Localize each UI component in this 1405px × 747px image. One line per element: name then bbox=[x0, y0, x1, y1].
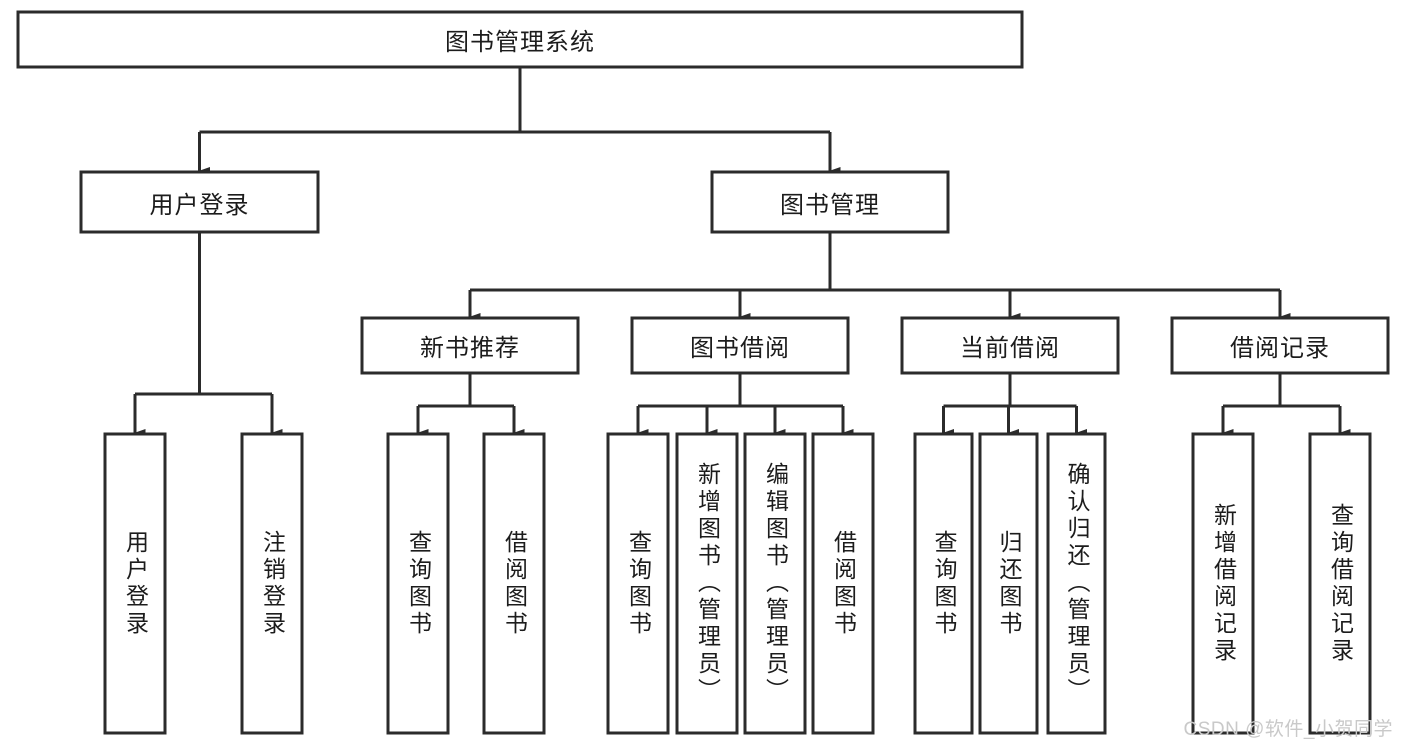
node-box-user-login[interactable] bbox=[79, 170, 320, 234]
node-box-leaf-add-record[interactable] bbox=[1191, 432, 1255, 735]
node-box-current-borrow[interactable] bbox=[900, 316, 1120, 375]
node-box-leaf-query-book-3[interactable] bbox=[913, 432, 974, 735]
node-box-leaf-query-book-1[interactable] bbox=[386, 432, 450, 735]
node-box-book-borrow[interactable] bbox=[630, 316, 850, 375]
node-box-leaf-query-book-2[interactable] bbox=[606, 432, 670, 735]
node-box-leaf-borrow-book-2[interactable] bbox=[811, 432, 875, 735]
node-box-book-manage[interactable] bbox=[710, 170, 950, 234]
node-box-leaf-query-record[interactable] bbox=[1308, 432, 1372, 735]
node-box-new-book-recommend[interactable] bbox=[360, 316, 580, 375]
node-box-leaf-confirm-return[interactable] bbox=[1046, 432, 1107, 735]
node-box-leaf-edit-book[interactable] bbox=[743, 432, 807, 735]
node-box-root[interactable] bbox=[16, 10, 1024, 69]
node-box-leaf-user-login[interactable] bbox=[103, 432, 167, 735]
node-box-leaf-add-book[interactable] bbox=[675, 432, 739, 735]
node-box-leaf-logout[interactable] bbox=[240, 432, 304, 735]
connector-lines bbox=[133, 67, 1351, 438]
node-box-leaf-borrow-book-1[interactable] bbox=[482, 432, 546, 735]
node-boxes bbox=[16, 10, 1390, 735]
node-box-leaf-return-book[interactable] bbox=[978, 432, 1039, 735]
node-box-borrow-record[interactable] bbox=[1170, 316, 1390, 375]
